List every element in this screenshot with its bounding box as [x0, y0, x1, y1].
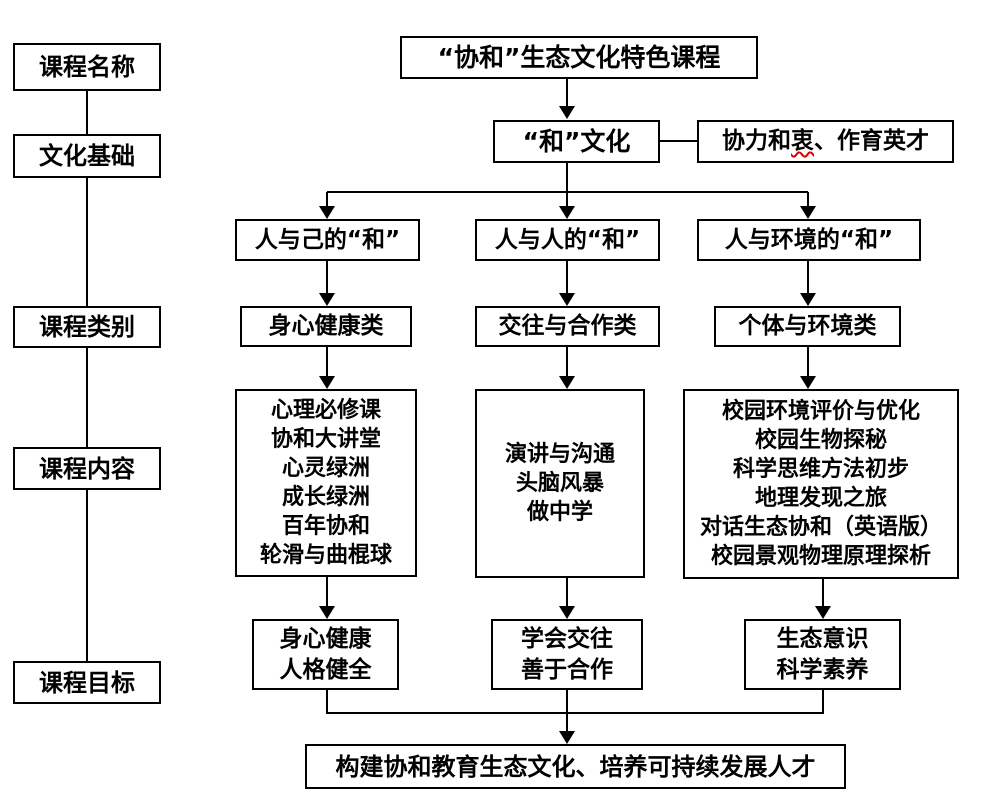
row-label-text: 课程内容 — [39, 454, 135, 483]
category-text: 身心健康类 — [268, 313, 384, 340]
goal-box-health: 身心健康 人格健全 — [252, 619, 399, 690]
content-line: 演讲与沟通 — [504, 442, 615, 467]
harmony-text: 人与环境的“和” — [724, 226, 894, 253]
category-health-box: 身心健康类 — [240, 306, 412, 347]
course-title-text: “协和”生态文化特色课程 — [437, 42, 721, 72]
row-label-culture-basis: 文化基础 — [13, 134, 161, 178]
content-line: 心理必修课 — [270, 398, 381, 423]
row-label-text: 课程目标 — [39, 668, 135, 697]
category-cooperation-box: 交往与合作类 — [475, 306, 660, 347]
harmony-text: 人与己的“和” — [254, 226, 401, 253]
goal-line: 科学素养 — [776, 656, 869, 683]
row-label-course-category: 课程类别 — [13, 306, 161, 348]
harmony-text: 人与人的“和” — [494, 226, 641, 253]
goal-box-environment: 生态意识 科学素养 — [744, 619, 901, 690]
content-line: 校园生物探秘 — [754, 428, 887, 453]
content-line: 头脑风暴 — [515, 471, 604, 496]
content-line: 科学思维方法初步 — [732, 457, 909, 482]
content-line: 协和大讲堂 — [270, 427, 381, 452]
row-label-course-content: 课程内容 — [13, 447, 161, 490]
motto-text-after: 、作育英才 — [814, 128, 929, 155]
outcome-text: 构建协和教育生态文化、培养可持续发展人才 — [335, 752, 816, 781]
down-arrowhead-icon — [559, 606, 575, 619]
arrowhead-group — [319, 106, 831, 744]
down-arrowhead-icon — [559, 106, 575, 119]
connector-line-group — [86, 78, 824, 733]
harmony-people-box: 人与人的“和” — [475, 219, 660, 261]
down-arrowhead-icon — [559, 376, 575, 389]
content-line: 成长绿洲 — [281, 485, 370, 510]
content-line: 校园环境评价与优化 — [721, 399, 920, 424]
harmony-environment-box: 人与环境的“和” — [697, 219, 921, 261]
down-arrowhead-icon — [800, 206, 816, 219]
down-arrowhead-icon — [559, 206, 575, 219]
category-text: 个体与环境类 — [738, 313, 877, 340]
down-arrowhead-icon — [559, 293, 575, 306]
outcome-box: 构建协和教育生态文化、培养可持续发展人才 — [305, 744, 846, 789]
goal-line: 身心健康 — [279, 625, 372, 652]
content-line: 心灵绿洲 — [281, 456, 370, 481]
down-arrowhead-icon — [319, 293, 335, 306]
content-box-environment: 校园环境评价与优化 校园生物探秘 科学思维方法初步 地理发现之旅 对话生态协和（… — [683, 389, 959, 579]
down-arrowhead-icon — [319, 376, 335, 389]
down-arrowhead-icon — [815, 606, 831, 619]
content-line: 地理发现之旅 — [754, 486, 887, 511]
content-line: 做中学 — [526, 500, 593, 525]
content-box-cooperation: 演讲与沟通 头脑风暴 做中学 — [475, 389, 645, 578]
harmony-culture-box: “和”文化 — [493, 120, 660, 163]
harmony-culture-text: “和”文化 — [522, 126, 631, 156]
motto-text-before: 协力和 — [722, 128, 791, 155]
down-arrowhead-icon — [559, 731, 575, 744]
goal-line: 人格健全 — [279, 656, 372, 683]
goal-box-cooperation: 学会交往 善于合作 — [491, 619, 643, 690]
school-motto-box: 协力和衷、作育英才 — [697, 120, 954, 163]
course-title-box: “协和”生态文化特色课程 — [400, 36, 758, 79]
goal-line: 学会交往 — [521, 625, 613, 652]
row-label-text: 文化基础 — [39, 142, 135, 170]
content-line: 校园景观物理原理探析 — [710, 544, 931, 569]
category-text: 交往与合作类 — [498, 313, 637, 340]
down-arrowhead-icon — [319, 206, 335, 219]
down-arrowhead-icon — [800, 293, 816, 306]
row-label-text: 课程类别 — [39, 313, 135, 341]
motto-spellcheck-underline: 衷 — [791, 128, 814, 155]
row-label-course-name: 课程名称 — [13, 43, 161, 91]
goal-line: 善于合作 — [521, 656, 613, 683]
down-arrowhead-icon — [319, 606, 335, 619]
content-line: 对话生态协和（英语版） — [699, 515, 942, 540]
row-label-text: 课程名称 — [39, 53, 135, 81]
content-line: 轮滑与曲棍球 — [259, 543, 392, 568]
category-environment-box: 个体与环境类 — [714, 306, 901, 347]
content-box-health: 心理必修课 协和大讲堂 心灵绿洲 成长绿洲 百年协和 轮滑与曲棍球 — [235, 389, 417, 577]
row-label-course-goal: 课程目标 — [13, 661, 161, 704]
goal-line: 生态意识 — [776, 625, 869, 652]
content-line: 百年协和 — [281, 514, 370, 539]
harmony-self-box: 人与己的“和” — [235, 219, 420, 261]
down-arrowhead-icon — [800, 376, 816, 389]
